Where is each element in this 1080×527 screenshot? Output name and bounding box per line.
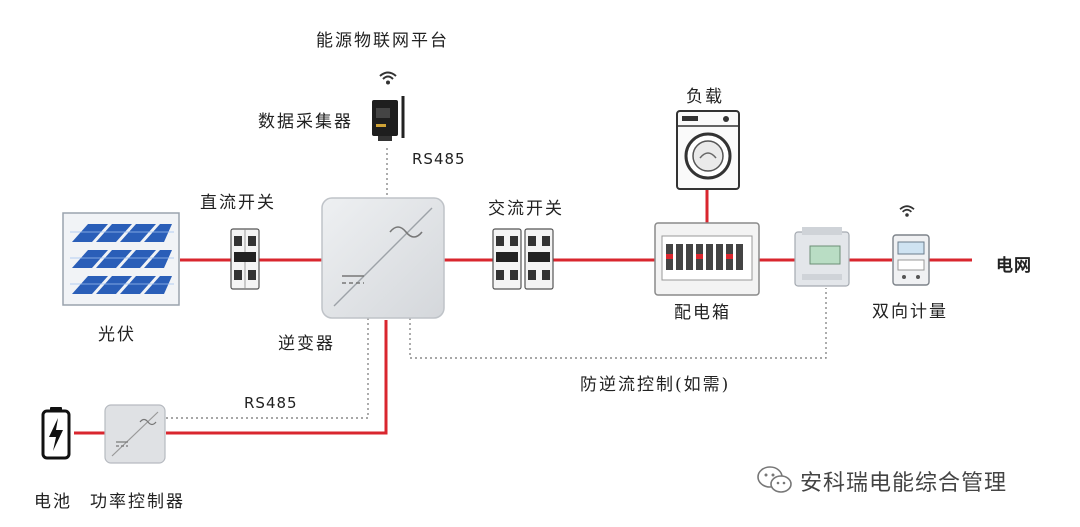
platform-label: 能源物联网平台: [316, 31, 449, 51]
power-line-battery-inverter: [166, 320, 388, 435]
rs485-bottom-label: RS485: [244, 394, 298, 412]
wechat-icon: [757, 466, 792, 493]
anti-backflow-label: 防逆流控制(如需): [580, 375, 731, 395]
bidirectional-meter-label: 双向计量: [872, 302, 948, 322]
distribution-box-icon: [654, 222, 760, 296]
ac-breaker-icon: [492, 228, 554, 290]
dc-switch-label: 直流开关: [200, 193, 276, 213]
meter-icon: [892, 234, 930, 286]
pcs-icon: [104, 404, 166, 464]
watermark-text: 安科瑞电能综合管理: [800, 471, 1008, 496]
dc-breaker-icon: [230, 228, 260, 290]
battery-icon: [41, 407, 71, 460]
pcs-label: 功率控制器: [90, 492, 185, 512]
wifi-icon: [379, 71, 397, 85]
inverter-icon: [321, 197, 445, 319]
data-collector-device: [372, 96, 405, 141]
comm-line-rs485-pcs: [166, 318, 369, 419]
inverter-label: 逆变器: [278, 334, 335, 354]
grid-label: 电网: [996, 256, 1032, 276]
wifi-icon: [899, 205, 915, 217]
power-lines: [74, 190, 972, 435]
ac-switch-label: 交流开关: [488, 199, 564, 219]
pv-label: 光伏: [98, 325, 136, 345]
collector-label: 数据采集器: [258, 112, 353, 132]
washing-machine-icon: [676, 110, 740, 190]
battery-label: 电池: [34, 492, 72, 512]
energy-meter-icon: [794, 227, 850, 287]
rs485-top-label: RS485: [412, 150, 466, 168]
solar-panel-icon: [62, 212, 180, 306]
comm-line-anti-backflow: [409, 288, 827, 359]
distribution-box-label: 配电箱: [674, 303, 731, 323]
comm-lines: [166, 148, 827, 419]
load-label: 负载: [686, 87, 724, 107]
